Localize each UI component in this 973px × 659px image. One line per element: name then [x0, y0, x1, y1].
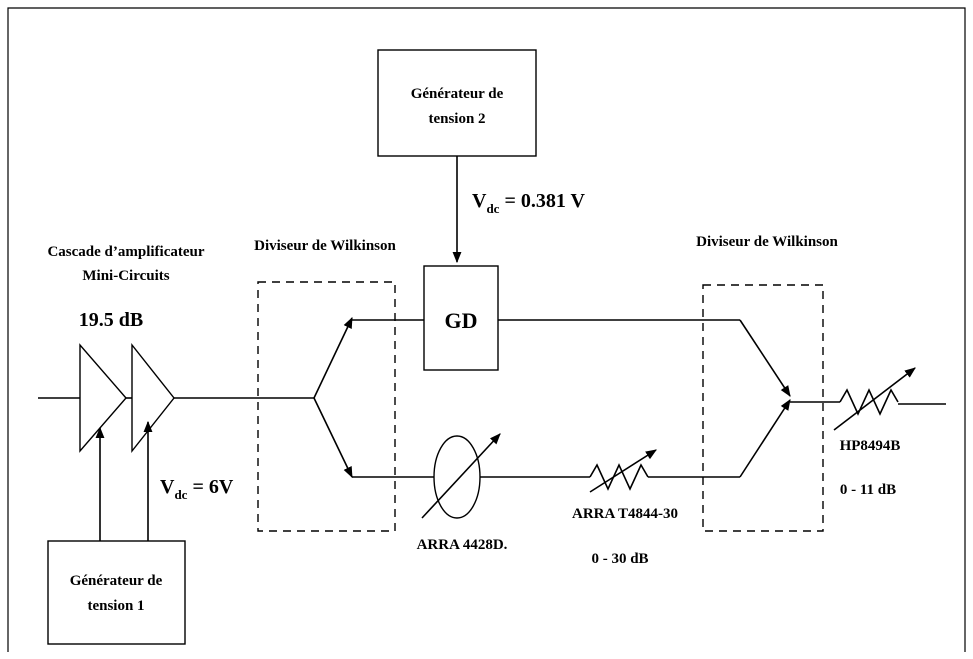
split-lower-branch — [313, 397, 353, 479]
vdc-2-label: Vdc = 0.381 V — [472, 190, 585, 216]
gd-label: GD — [445, 308, 478, 333]
amplifier-2-triangle — [131, 342, 175, 454]
attenuator-mid-range: 0 - 30 dB — [591, 551, 648, 567]
combine-upper-branch — [739, 319, 791, 397]
amplifier-1-triangle — [79, 343, 127, 453]
generator-2-label-line1: Générateur de — [411, 86, 504, 102]
attenuator-out-resistor — [839, 388, 899, 416]
attenuator-mid-arrow — [589, 449, 657, 493]
amplifier-label-line2: Mini-Circuits — [82, 268, 169, 284]
attenuator-mid-resistor — [589, 463, 649, 491]
phase-shifter-ellipse — [433, 435, 481, 519]
phase-shifter-label: ARRA 4428D. — [417, 537, 508, 553]
gd-box — [423, 265, 499, 371]
divider-left-label: Diviseur de Wilkinson — [254, 238, 396, 254]
divider-right-label: Diviseur de Wilkinson — [696, 234, 838, 250]
amplifier-gain-label: 19.5 dB — [79, 309, 143, 331]
generator-2-label-line2: tension 2 — [428, 111, 485, 127]
divider-right-box — [702, 284, 824, 532]
generator-1-box — [47, 540, 186, 645]
split-upper-branch — [313, 316, 353, 399]
generator-2-box — [377, 49, 537, 157]
attenuator-out-range: 0 - 11 dB — [840, 482, 896, 498]
attenuator-mid-label: ARRA T4844-30 — [572, 506, 678, 522]
generator-1-label-line2: tension 1 — [87, 598, 144, 614]
phase-shifter-arrow — [421, 433, 501, 519]
divider-left-box — [257, 281, 396, 532]
attenuator-out-label: HP8494B — [840, 438, 901, 454]
generator-1-label-line1: Générateur de — [70, 573, 163, 589]
vdc-1-label: Vdc = 6V — [160, 476, 234, 502]
figure-frame — [7, 7, 966, 652]
attenuator-out-arrow — [833, 367, 916, 431]
amplifier-label-line1: Cascade d’amplificateur — [47, 244, 204, 260]
combine-lower-branch — [739, 399, 791, 478]
